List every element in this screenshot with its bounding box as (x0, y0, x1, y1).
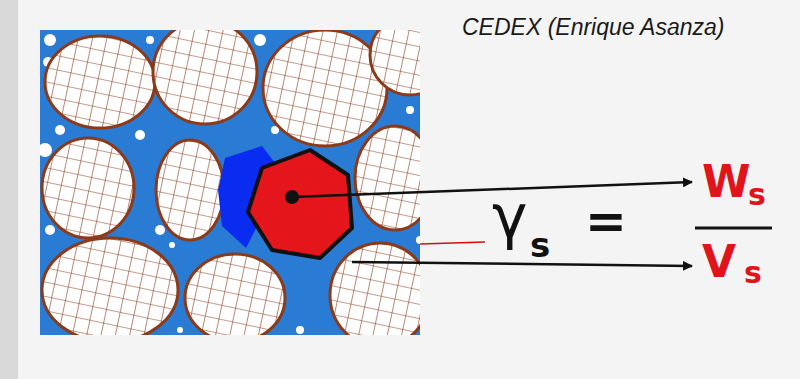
volume-symbol: V (702, 240, 736, 284)
weight-symbol: W (702, 160, 751, 204)
weight-subscript: s (748, 180, 766, 210)
credit-note: CEDEX (Enrique Asanza) (462, 16, 724, 39)
solid-particle (248, 150, 352, 258)
soil-sample (40, 30, 420, 335)
volume-subscript: s (744, 258, 762, 288)
formula-symbol: γ (492, 186, 528, 246)
equals-sign: = (585, 196, 627, 246)
fraction-bar (695, 227, 772, 230)
volume-arrow (352, 262, 692, 266)
soil-grains (42, 30, 420, 335)
formula-subscript: s (530, 228, 550, 262)
page-edge (0, 0, 18, 379)
leader-line (420, 242, 485, 244)
